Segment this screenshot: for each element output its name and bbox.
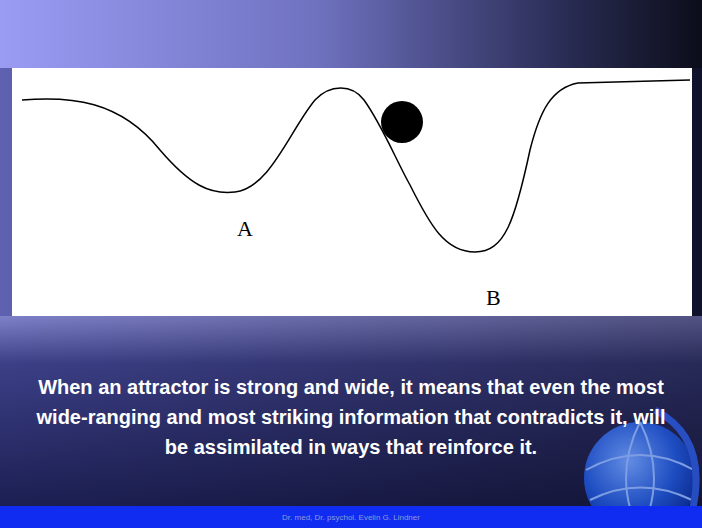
region-label: B bbox=[486, 287, 501, 309]
region-label: A bbox=[237, 218, 253, 240]
ball bbox=[381, 101, 423, 143]
author-footer: Dr. med, Dr. psychol. Evelin G. Lindner bbox=[0, 513, 702, 523]
energy-landscape-curve bbox=[22, 80, 690, 252]
caption-text: When an attractor is strong and wide, it… bbox=[26, 372, 676, 462]
